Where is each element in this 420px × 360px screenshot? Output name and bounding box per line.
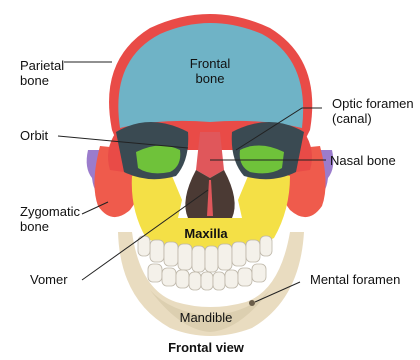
nasal-bone	[196, 132, 224, 178]
orbit-right-green	[240, 145, 284, 173]
mental-foramen-dot	[249, 300, 255, 306]
orbit-left-green	[136, 145, 180, 173]
caption-frontal-view: Frontal view	[168, 340, 245, 355]
label-orbit: Orbit	[20, 128, 49, 143]
label-mandible: Mandible	[180, 310, 233, 325]
label-maxilla: Maxilla	[184, 226, 228, 241]
label-optic-foramen: Optic foramen(canal)	[332, 96, 414, 126]
label-mental-foramen: Mental foramen	[310, 272, 400, 287]
label-vomer: Vomer	[30, 272, 68, 287]
label-nasal-bone: Nasal bone	[330, 153, 396, 168]
